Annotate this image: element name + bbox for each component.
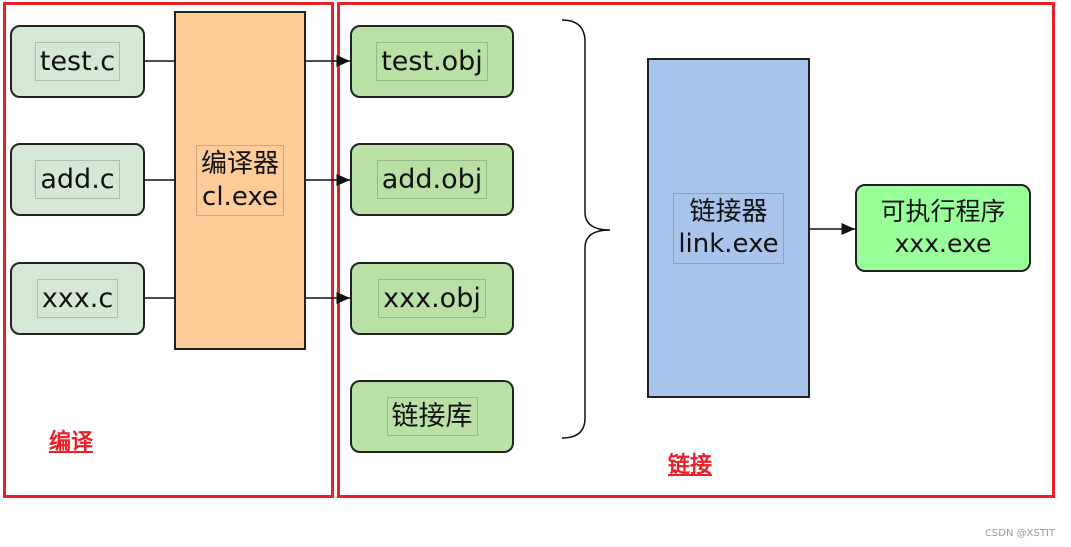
compiler-exe: cl.exe [202,181,278,212]
object-file-add-obj: add.obj [350,143,514,216]
link-region-title: 链接 [668,453,713,478]
output-executable: 可执行程序 xxx.exe [855,184,1031,272]
linker-block: 链接器 link.exe [647,58,810,398]
object-file-label: test.obj [376,41,488,82]
link-library: 链接库 [350,380,514,453]
object-file-label: add.obj [376,159,488,200]
link-region [337,2,1055,498]
output-label: 可执行程序 xxx.exe [880,196,1005,261]
source-file-test-c: test.c [10,25,145,98]
object-file-xxx-obj: xxx.obj [350,262,514,335]
output-exe: xxx.exe [894,229,992,258]
compile-region [3,2,334,498]
linker-exe: link.exe [678,229,779,259]
object-file-test-obj: test.obj [350,25,514,98]
output-name: 可执行程序 [880,196,1006,226]
compiler-name: 编译器 [200,149,279,179]
source-file-add-c: add.c [10,143,145,216]
link-library-label: 链接库 [386,396,478,437]
source-file-label: test.c [34,41,121,82]
watermark: CSDN @XSTIT [984,528,1055,539]
curly-brace [561,19,611,439]
linker-label: 链接器 link.exe [673,192,784,264]
compile-region-title: 编译 [49,430,94,455]
compiler-label: 编译器 cl.exe [195,145,284,216]
object-file-label: xxx.obj [378,278,486,319]
linker-name: 链接器 [689,196,768,227]
compiler-block: 编译器 cl.exe [174,11,306,350]
source-file-label: add.c [35,159,120,200]
source-file-label: xxx.c [36,278,119,319]
source-file-xxx-c: xxx.c [10,262,145,335]
